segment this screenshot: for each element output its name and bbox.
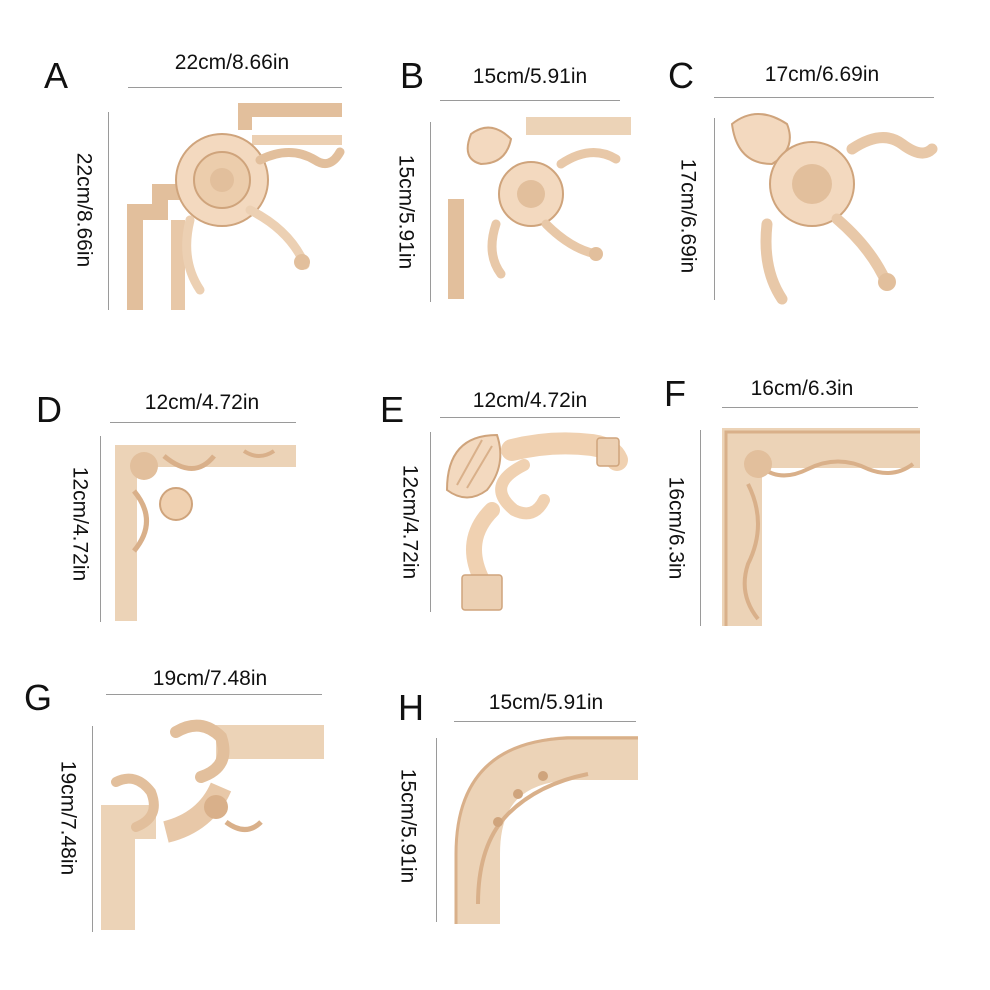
carved-curved-corner-image: [454, 736, 638, 924]
height-label: 12cm/4.72in: [398, 464, 422, 580]
height-dimension-line: [700, 430, 701, 626]
item-letter: G: [24, 677, 53, 718]
carved-corner-applique-image: [127, 103, 345, 310]
item-letter: A: [44, 55, 69, 96]
height-dimension-line: [436, 738, 437, 922]
width-label: 22cm/8.66in: [174, 51, 290, 74]
carved-corner-moulding-image: [101, 719, 324, 930]
item-letter: H: [398, 687, 424, 728]
height-label: 12cm/4.72in: [68, 466, 92, 582]
width-dimension-line: [440, 417, 620, 418]
height-dimension-line: [430, 432, 431, 612]
item-letter: D: [36, 389, 62, 430]
carved-corner-applique-image: [448, 117, 631, 299]
height-dimension-line: [92, 726, 93, 932]
height-label: 19cm/7.48in: [56, 760, 80, 876]
item-letter: F: [664, 373, 686, 414]
width-label: 17cm/6.69in: [764, 63, 880, 86]
carved-corner-applique-image: [115, 445, 296, 621]
width-dimension-line: [128, 87, 342, 88]
height-label: 15cm/5.91in: [394, 154, 418, 270]
height-dimension-line: [430, 122, 431, 302]
width-dimension-line: [722, 407, 918, 408]
height-dimension-line: [100, 436, 101, 622]
width-label: 15cm/5.91in: [488, 691, 604, 714]
carved-corner-onlay-image: [730, 113, 938, 305]
width-dimension-line: [714, 97, 934, 98]
height-dimension-line: [108, 112, 109, 310]
height-label: 16cm/6.3in: [664, 476, 688, 580]
height-dimension-line: [714, 118, 715, 300]
height-label: 15cm/5.91in: [396, 768, 420, 884]
item-letter: B: [400, 55, 425, 96]
height-label: 17cm/6.69in: [676, 158, 700, 274]
item-letter: C: [668, 55, 694, 96]
width-label: 12cm/4.72in: [472, 389, 588, 412]
width-label: 19cm/7.48in: [152, 667, 268, 690]
width-label: 15cm/5.91in: [472, 65, 588, 88]
width-dimension-line: [454, 721, 636, 722]
carved-shell-corner-image: [445, 432, 628, 611]
carved-corner-moulding-image: [722, 428, 920, 626]
item-letter: E: [380, 389, 405, 430]
width-dimension-line: [106, 694, 322, 695]
width-dimension-line: [110, 422, 296, 423]
width-label: 12cm/4.72in: [144, 391, 260, 414]
width-label: 16cm/6.3in: [750, 377, 854, 400]
height-label: 22cm/8.66in: [72, 152, 96, 268]
width-dimension-line: [440, 100, 620, 101]
